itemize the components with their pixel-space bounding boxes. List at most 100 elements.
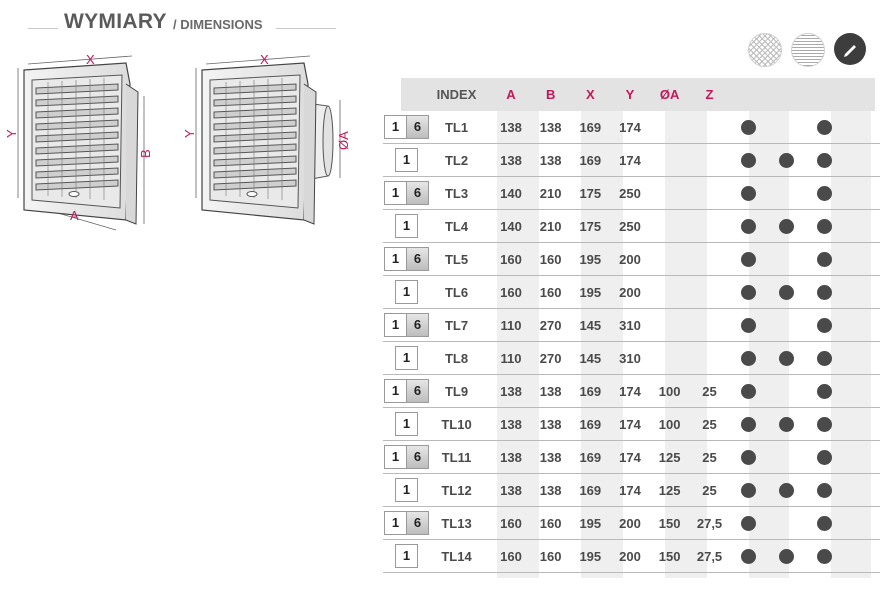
cell-b: 210 — [530, 176, 571, 210]
finish-cell — [729, 374, 768, 408]
cell-index: TL11 — [429, 440, 484, 474]
cell-oa: 150 — [649, 506, 690, 540]
availability-dot — [817, 219, 833, 235]
col-header-y: Y — [625, 87, 635, 102]
cell-index: TL1 — [429, 111, 484, 144]
pack-qty-6: 6 — [406, 511, 429, 535]
finish-cell — [729, 176, 768, 210]
cell-x: 145 — [570, 308, 611, 342]
finish-cell — [767, 143, 806, 177]
finish-cell — [767, 308, 806, 342]
availability-dot — [817, 186, 833, 202]
col-header-index: INDEX — [436, 87, 477, 102]
cell-x: 175 — [570, 209, 611, 243]
pack-qty-6: 6 — [406, 181, 429, 205]
finish-cell — [805, 275, 844, 309]
pack-qty-1: 1 — [394, 214, 418, 238]
pack-qty-1: 1 — [383, 379, 407, 403]
section-title: WYMIARY / DIMENSIONS — [28, 6, 343, 38]
pack-qty-1: 1 — [383, 181, 407, 205]
pack-cell: 1 — [383, 143, 430, 177]
cell-b: 138 — [530, 111, 571, 144]
finish-cell — [729, 242, 768, 276]
availability-dot — [817, 483, 833, 499]
cell-b: 210 — [530, 209, 571, 243]
pack-qty-1: 1 — [394, 280, 418, 304]
cell-x: 145 — [570, 341, 611, 375]
mesh-icon — [748, 33, 782, 67]
finish-cell — [729, 308, 768, 342]
finish-cell — [729, 275, 768, 309]
cell-a: 160 — [491, 275, 531, 309]
pack-badge: 1 — [394, 214, 418, 238]
finish-cell — [729, 143, 768, 177]
finish-cell — [729, 407, 768, 441]
cell-y: 250 — [610, 209, 650, 243]
cell-index: TL9 — [429, 374, 484, 408]
finish-cell — [805, 440, 844, 474]
pack-cell: 1 — [383, 539, 430, 573]
title-main: WYMIARY — [64, 10, 167, 33]
cell-index: TL7 — [429, 308, 484, 342]
col-header-a: A — [506, 87, 516, 102]
dim-label-y: Y — [4, 129, 19, 138]
cell-y: 250 — [610, 176, 650, 210]
cell-z — [689, 308, 730, 342]
cell-z — [689, 341, 730, 375]
cell-oa — [649, 242, 690, 276]
availability-dot — [817, 516, 833, 532]
finish-cell — [767, 275, 806, 309]
cell-index: TL4 — [429, 209, 484, 243]
title-rule-right — [276, 28, 336, 29]
lines-icon — [791, 33, 825, 67]
pack-qty-6: 6 — [406, 313, 429, 337]
availability-dot — [779, 219, 795, 235]
grille-drawing-with-spigot: X Y ØA — [182, 52, 351, 225]
cell-y: 174 — [610, 473, 650, 507]
dim-label-b: B — [138, 149, 153, 158]
cell-b: 138 — [530, 374, 571, 408]
availability-dot — [817, 351, 833, 367]
cell-y: 200 — [610, 539, 650, 573]
availability-dot — [817, 549, 833, 565]
cell-y: 174 — [610, 440, 650, 474]
dim-label-x: X — [86, 52, 95, 67]
cell-x: 195 — [570, 242, 611, 276]
availability-dot — [779, 285, 795, 301]
pen-icon — [834, 33, 866, 65]
finish-cell — [729, 440, 768, 474]
finish-cell — [767, 176, 806, 210]
cell-z — [689, 176, 730, 210]
dim-label-oa: ØA — [336, 131, 351, 150]
pack-cell: 1 — [383, 209, 430, 243]
availability-dot — [817, 120, 833, 136]
availability-dot — [741, 318, 757, 334]
availability-dot — [741, 120, 757, 136]
finish-cell — [767, 374, 806, 408]
cell-index: TL8 — [429, 341, 484, 375]
pack-badge: 1 — [394, 346, 418, 370]
cell-index: TL6 — [429, 275, 484, 309]
pack-qty-1: 1 — [394, 148, 418, 172]
cell-b: 138 — [530, 407, 571, 441]
cell-oa: 100 — [649, 407, 690, 441]
cell-index: TL14 — [429, 539, 484, 573]
pack-qty-1: 1 — [383, 511, 407, 535]
availability-dot — [779, 549, 795, 565]
cell-b: 138 — [530, 473, 571, 507]
cell-b: 160 — [530, 539, 571, 573]
finish-icons — [746, 33, 871, 69]
finish-cell — [729, 506, 768, 540]
cell-z: 25 — [689, 407, 730, 441]
